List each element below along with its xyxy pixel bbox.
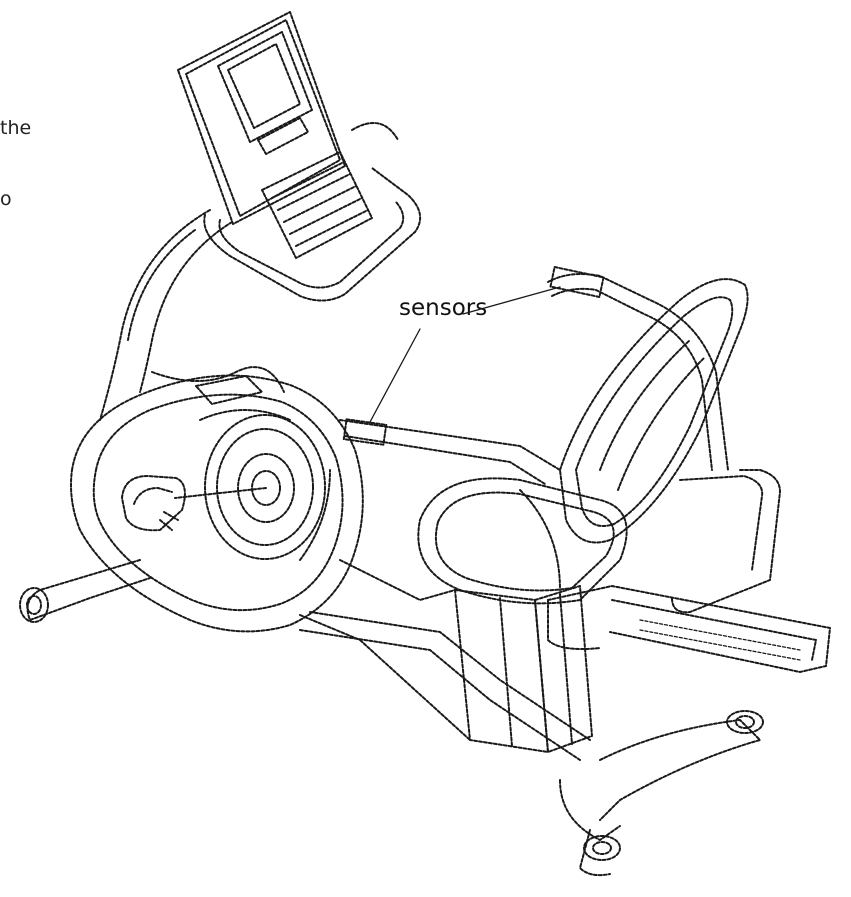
front-foot-cap <box>19 587 49 623</box>
console-tray-inner <box>218 201 405 289</box>
front-shroud <box>70 374 364 633</box>
flywheel-cover-ring <box>216 428 314 546</box>
seat-back-rib-1 <box>599 339 691 471</box>
pedal-crank <box>121 475 267 532</box>
handlebar-left-outer <box>547 273 729 471</box>
side-handlebars <box>547 266 781 614</box>
rear-foot-cap-right <box>726 710 764 734</box>
frame-top-rail-lower <box>344 435 546 485</box>
handlebar-right-frame <box>671 469 781 614</box>
seat-cushion-crease <box>519 489 561 591</box>
mast-detail <box>127 229 196 341</box>
seat-cushion-inner <box>434 491 615 592</box>
column-side-seam <box>559 593 573 745</box>
frame-top-rail <box>339 419 561 471</box>
seat-back-outer <box>559 278 749 544</box>
column-seam <box>499 597 513 747</box>
console-keypad <box>261 151 373 259</box>
slide-rail-end <box>547 599 601 650</box>
seat-slide-rail <box>547 585 831 673</box>
console-body <box>177 11 346 225</box>
mast-front-edge <box>99 209 211 421</box>
rear-stabilizer-left <box>559 779 621 841</box>
cropped-text-fragment-the: the <box>0 117 32 139</box>
seat-back-rib-2 <box>617 357 705 491</box>
rear-foot-cap-left-inner <box>592 841 612 855</box>
console <box>177 11 422 302</box>
handle-sensor-grip <box>549 266 605 298</box>
slide-rail-top <box>611 599 817 661</box>
front-stabilizer <box>19 559 151 623</box>
rear-stabilizer-right <box>599 719 761 821</box>
console-screen-inner <box>227 43 301 129</box>
shroud-top-rib <box>199 409 291 421</box>
mast-rear-edge <box>139 221 233 393</box>
shroud-top-vent <box>195 375 263 405</box>
shroud-side-edge <box>299 469 331 561</box>
slide-rail-track-2 <box>639 629 801 661</box>
rear-stabilizer <box>559 710 764 877</box>
keypad-row-1 <box>271 161 345 199</box>
shroud-inner <box>92 393 344 612</box>
frame-bottom-rail <box>299 629 581 761</box>
handlebar-right-inner <box>679 475 764 571</box>
slide-rail-track-1 <box>639 619 801 651</box>
front-stabilizer-bar <box>26 559 151 621</box>
keypad-row-5 <box>295 209 369 247</box>
seat-back <box>559 278 749 544</box>
handlebar-left-inner <box>551 287 713 471</box>
mast-base <box>151 366 285 393</box>
rear-foot-cap-right-inner <box>735 715 755 729</box>
seat-cushion-outer <box>417 477 628 605</box>
rear-foot-cap-left <box>583 835 621 861</box>
seat-back-inner <box>575 296 734 527</box>
keypad-row-2 <box>277 173 351 211</box>
front-foot-cap-inner <box>26 595 42 615</box>
keypad-row-4 <box>289 197 363 235</box>
leader-line-to-frame-sensor <box>369 328 421 423</box>
flywheel-cover-outer <box>204 414 326 560</box>
shroud-outer <box>70 374 364 633</box>
sensors-leader-lines <box>369 286 561 423</box>
console-bezel <box>185 19 341 217</box>
rear-foot-leg <box>579 829 611 877</box>
cropped-text-fragment-o: o <box>0 188 12 210</box>
frame-sensor-housing <box>342 418 388 446</box>
console-hinge <box>351 121 399 141</box>
leader-line-to-handle-sensor <box>462 286 561 315</box>
console-tray-outer <box>203 167 422 302</box>
console-screen <box>217 31 313 143</box>
pedal-strap <box>133 487 173 505</box>
column-side-panel <box>534 585 593 753</box>
pedal-detail <box>159 511 179 531</box>
seat-bottom <box>417 477 628 605</box>
crank-arm <box>174 487 267 499</box>
seat-column <box>454 585 593 753</box>
keypad-row-3 <box>283 185 357 223</box>
slide-rail-body <box>547 585 831 673</box>
lower-support <box>299 559 471 741</box>
console-mast <box>99 209 285 421</box>
crank-hub-outer <box>237 453 295 523</box>
lower-support-strut <box>299 614 471 741</box>
pedal-body <box>121 475 186 532</box>
mid-support-strut <box>339 559 456 601</box>
console-small-panel <box>257 117 309 155</box>
crank-hub-inner <box>251 470 281 506</box>
